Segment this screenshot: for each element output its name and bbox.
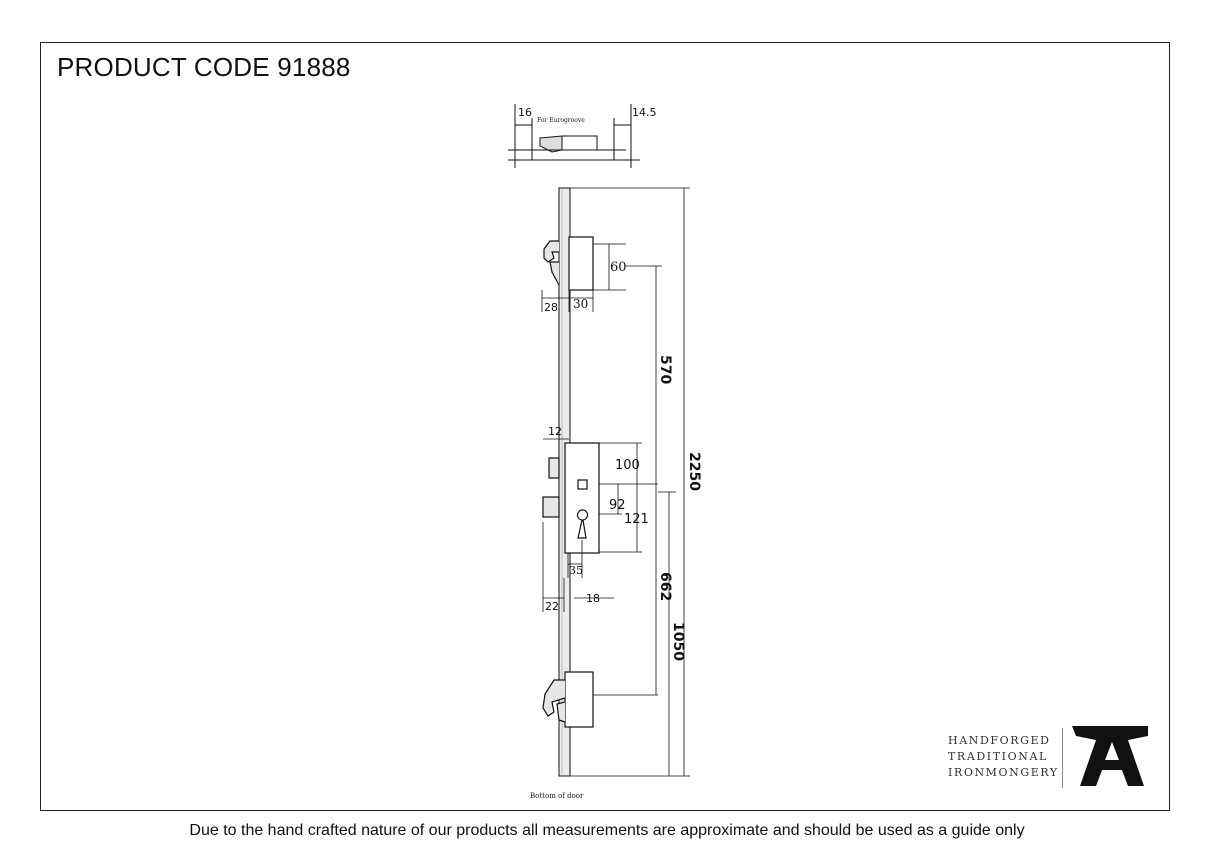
top-hookbolt: [543, 236, 594, 291]
dim-100-label: 100: [615, 458, 640, 473]
disclaimer-text: Due to the hand crafted nature of our pr…: [189, 822, 1025, 839]
centre-case-dims: [542, 438, 658, 612]
dim-16-label: 16: [518, 106, 532, 119]
dim-18-label: 18: [586, 592, 600, 605]
dim-22-label: 22: [545, 600, 559, 613]
dim-35-label: 35: [569, 564, 583, 577]
dim-92-label: 92: [609, 498, 626, 513]
eurogroove-detail: [508, 104, 640, 168]
dim-28-label: 28: [544, 301, 558, 314]
bottom-hookbolt: [542, 671, 594, 728]
eurogroove-note: For Eurogroove: [537, 117, 585, 124]
dim-60-label: 60: [610, 260, 627, 275]
centre-lock-case: [542, 442, 600, 554]
dim-12-label: 12: [548, 425, 562, 438]
brand-block: HANDFORGED TRADITIONAL IRONMONGERY: [936, 720, 1156, 790]
vertical-dimension-lines: [570, 187, 690, 777]
brand-divider: [1062, 728, 1063, 788]
dim-30-label: 30: [573, 297, 588, 311]
bottom-of-door-note: Bottom of door: [530, 792, 584, 800]
top-hook-dims: [541, 243, 626, 312]
brand-line-3: IRONMONGERY: [948, 766, 1059, 779]
drawing-frame: [40, 42, 1170, 811]
dim-121-label: 121: [624, 512, 649, 527]
dim-2250-label: 2250: [686, 452, 702, 491]
dim-570-label: 570: [657, 355, 673, 384]
dim-1050-label: 1050: [670, 622, 686, 661]
dim-14-5-label: 14.5: [632, 106, 657, 119]
product-code-title: PRODUCT CODE 91888: [57, 52, 351, 82]
brand-line-2: TRADITIONAL: [948, 750, 1048, 763]
brand-line-1: HANDFORGED: [948, 734, 1051, 747]
anvil-a-logo-icon: [1072, 726, 1148, 786]
dim-662-label: 662: [657, 572, 673, 601]
